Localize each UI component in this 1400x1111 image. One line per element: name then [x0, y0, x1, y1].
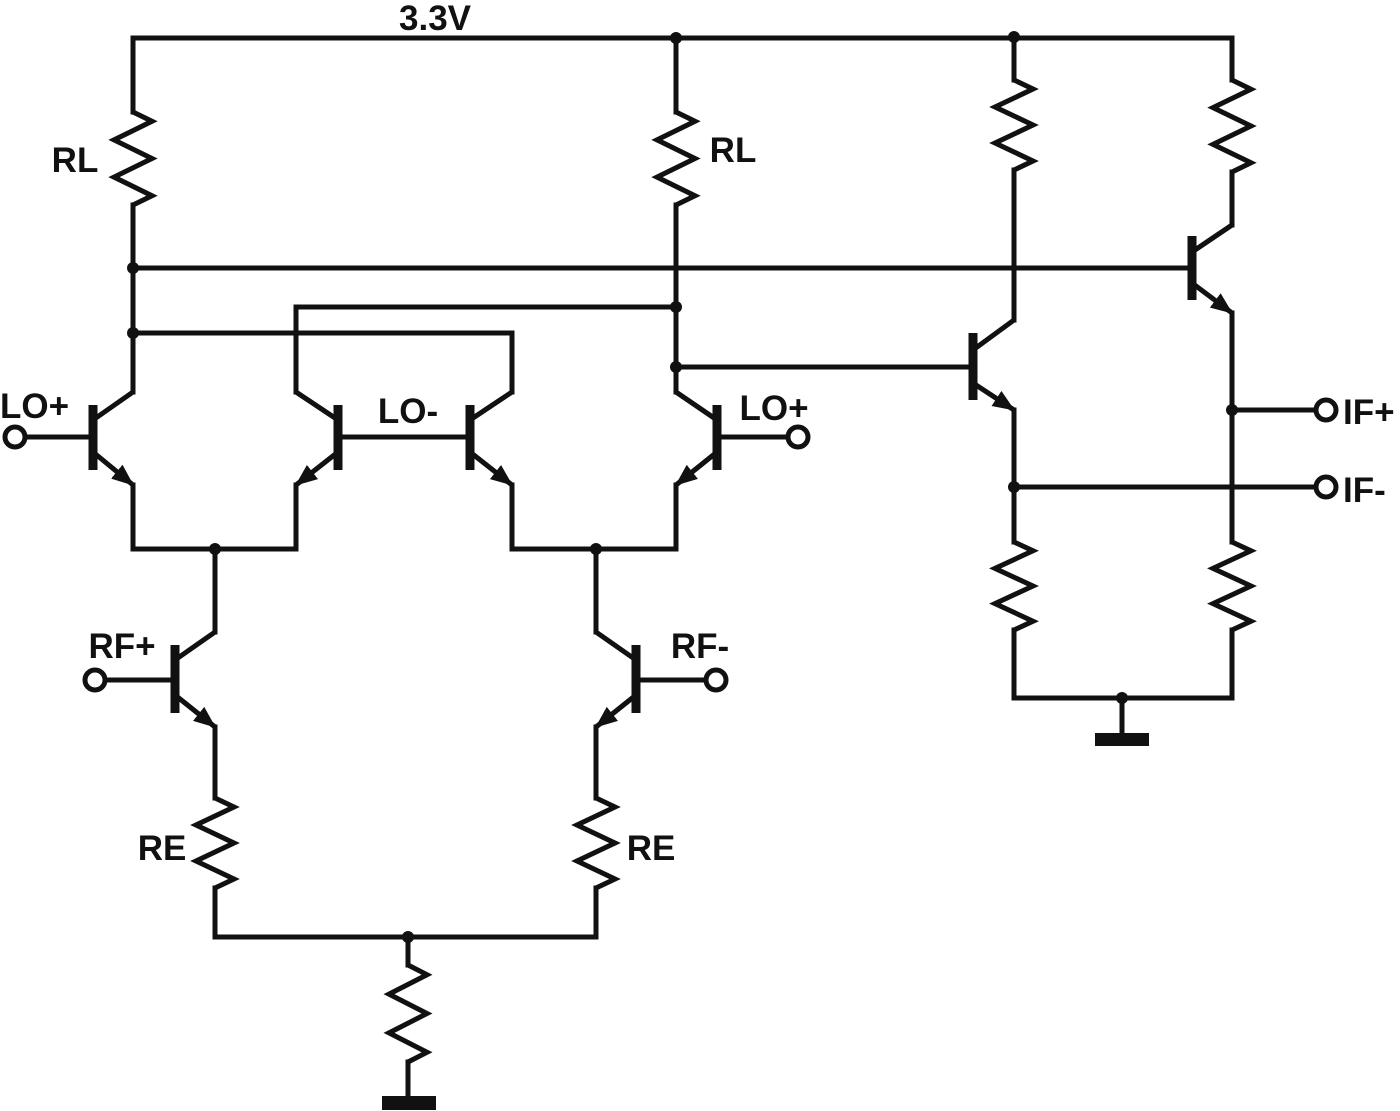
if-minus-label: IF-	[1343, 471, 1386, 510]
resistor-q7-emitter-load	[989, 539, 1039, 633]
transistor-q1	[88, 389, 136, 488]
re-left-label: RE	[138, 829, 187, 868]
degeneration-bottom-wire	[212, 885, 599, 940]
output-load-bottom-wire	[1011, 627, 1235, 701]
rl-left-label: RL	[52, 141, 99, 180]
ground-symbol-output	[1095, 733, 1149, 746]
q8-collector-lead	[1189, 222, 1235, 255]
junction-dot	[127, 327, 139, 339]
resistor-re-right	[571, 795, 621, 891]
transistor-q7	[968, 317, 1017, 413]
q3-collector-lead	[467, 389, 515, 423]
transistor-q2	[293, 389, 343, 488]
q3-collector-cross-wire	[130, 330, 515, 395]
q8-emitter-lead	[1189, 280, 1235, 316]
lo-plus-right-label: LO+	[739, 389, 808, 428]
q7-emitter-lead	[970, 380, 1017, 413]
rf-minus-label: RF-	[671, 627, 729, 666]
q1-emitter-lead	[90, 449, 136, 488]
junction-dot	[590, 543, 602, 555]
rf-plus-terminal	[82, 667, 108, 693]
q4-collector-lead	[673, 389, 720, 423]
if-plus-terminal	[1313, 397, 1339, 423]
q2-collector-lead	[293, 389, 341, 423]
q3-q4-emitter-tail-wire	[509, 482, 679, 552]
junction-dot	[1008, 481, 1020, 493]
grounds	[382, 733, 1149, 1110]
rl-right-label: RL	[710, 131, 757, 170]
resistor-q8-collector-load	[1207, 77, 1257, 175]
junction-dot	[127, 262, 139, 274]
supply-rail-wire	[130, 35, 1235, 115]
junction-dot	[1008, 31, 1020, 43]
q1-q2-emitter-tail-wire	[130, 482, 299, 552]
q5-collector-lead	[172, 629, 218, 663]
rf-minus-terminal	[703, 667, 729, 693]
q2-collector-cross-wire	[293, 304, 679, 395]
ground-symbol-tail	[382, 1096, 436, 1110]
resistor-q7-collector-load	[989, 77, 1039, 173]
lo-plus-right-terminal	[785, 424, 811, 450]
lo-minus-label: LO-	[378, 392, 438, 431]
junction-dot	[670, 32, 682, 44]
labels: 3.3V RL RL LO+ LO- LO+ RF+ RF- RE RE IF+…	[0, 0, 1395, 868]
if-minus-terminal	[1313, 474, 1339, 500]
resistor-re-left	[190, 795, 240, 891]
junction-dot	[402, 931, 414, 943]
junction-dot	[1226, 404, 1238, 416]
transistor-q5	[170, 629, 218, 730]
junction-dot	[670, 361, 682, 373]
junction-dot	[1116, 692, 1128, 704]
transistor-q6	[593, 629, 641, 730]
q5-emitter-lead	[172, 692, 218, 730]
q6-collector-lead	[593, 629, 639, 663]
junction-dot	[209, 543, 221, 555]
wires	[22, 34, 1319, 1100]
if-plus-label: IF+	[1343, 393, 1395, 432]
lo-plus-left-label: LO+	[0, 387, 69, 426]
resistor-rl-right	[651, 109, 701, 208]
re-right-label: RE	[627, 829, 676, 868]
resistors	[108, 77, 1257, 1065]
q1-collector-lead	[90, 389, 136, 423]
q6-emitter-lead	[593, 692, 639, 730]
transistor-q8	[1187, 222, 1235, 316]
transistor-q4	[673, 389, 722, 488]
resistor-q8-emitter-load	[1207, 539, 1257, 633]
resistor-tail	[383, 962, 433, 1065]
junction-dot	[670, 301, 682, 313]
terminals	[2, 397, 1339, 693]
q3-emitter-lead	[467, 449, 515, 488]
transistor-q3	[465, 389, 515, 488]
q4-emitter-lead	[673, 449, 720, 488]
rf-plus-label: RF+	[88, 627, 155, 666]
junction-dots	[127, 31, 1238, 943]
lo-plus-left-terminal	[2, 424, 28, 450]
supply-voltage-label: 3.3V	[399, 0, 472, 38]
q7-collector-lead	[970, 317, 1017, 353]
resistor-rl-left	[108, 109, 158, 208]
q2-emitter-lead	[293, 449, 341, 488]
